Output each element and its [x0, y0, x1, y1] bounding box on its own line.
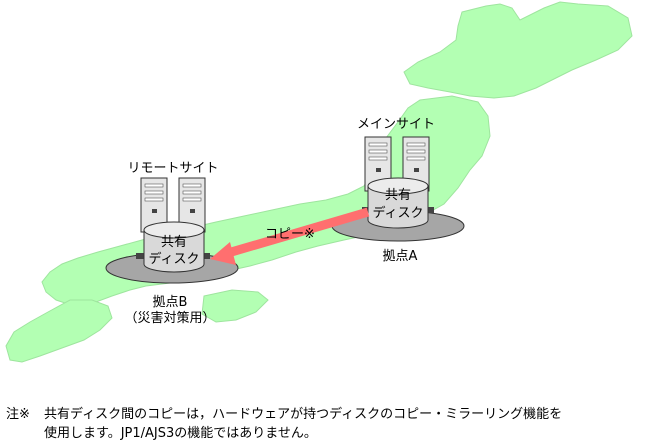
site-b-title: リモートサイト [127, 161, 218, 176]
site-a-location: 拠点A [383, 249, 418, 264]
copy-arrow-label: コピー※ [265, 227, 315, 242]
footnote-text-1: 共有ディスク間のコピーは，ハードウェアが持つディスクのコピー・ミラーリング機能を [44, 407, 563, 422]
footnote: 注※ 共有ディスク間のコピーは，ハードウェアが持つディスクのコピー・ミラーリング機… [6, 405, 562, 443]
copy-arrow [210, 207, 370, 265]
site-b-disk-label-1: 共有 [161, 235, 187, 250]
site-b-shared-disk [136, 221, 210, 273]
footnote-marker: 注※ [6, 407, 30, 422]
site-a-disk-label-2: ディスク [372, 205, 423, 221]
site-a-disk-label-1: 共有 [385, 188, 411, 203]
footnote-line-1: 注※ 共有ディスク間のコピーは，ハードウェアが持つディスクのコピー・ミラーリング機… [6, 405, 562, 424]
site-b-location: 拠点B [153, 295, 188, 310]
landmass [201, 289, 269, 323]
landmass [5, 299, 113, 363]
site-b-purpose: （災害対策用） [124, 310, 215, 326]
site-a-shared-disk [362, 177, 434, 229]
landmass [403, 1, 633, 99]
site-a-title: メインサイト [357, 117, 435, 132]
site-b-disk-label-2: ディスク [148, 251, 199, 267]
footnote-text-2: 使用します。JP1/AJS3の機能ではありません。 [44, 426, 317, 441]
